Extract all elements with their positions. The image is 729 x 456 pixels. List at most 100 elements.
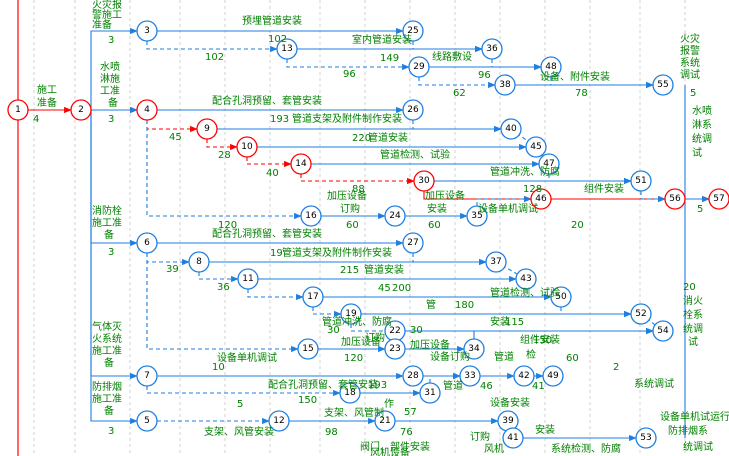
node-number: 35	[471, 211, 482, 221]
activity-arrow	[146, 120, 302, 220]
activity-arrow	[146, 41, 278, 53]
activity-label: 淋施	[100, 72, 120, 85]
node-number: 53	[640, 433, 651, 443]
event-node	[413, 170, 435, 192]
activity-label: 管道支架及附件制作安装	[292, 112, 402, 125]
activity-label: 预埋管道安装	[242, 14, 302, 27]
event-node	[188, 251, 210, 273]
activity-label: 安装	[427, 202, 447, 215]
activity-label: 78	[575, 88, 588, 99]
activity-label: 设备安装	[490, 396, 530, 409]
activity-label: 120	[344, 353, 363, 364]
activity-label: 3	[108, 426, 114, 437]
activity-label: 57	[404, 407, 417, 418]
activity-label: 组件安装	[584, 182, 624, 195]
activity-label: 115	[505, 317, 524, 328]
activity-label: 19	[270, 248, 283, 259]
event-node	[630, 303, 652, 325]
activity-label: 设备、附件安装	[540, 70, 610, 83]
event-node	[236, 136, 258, 158]
activity-label: 220	[352, 133, 371, 144]
activity-label: 订购	[470, 430, 490, 443]
activity-label: 淋系	[692, 118, 712, 131]
node-number: 2	[78, 105, 84, 115]
activity-label: 设备单机调试	[217, 351, 277, 364]
event-node	[268, 410, 290, 432]
node-number: 19	[345, 309, 357, 319]
event-node	[542, 365, 564, 387]
node-number: 17	[307, 292, 318, 302]
activity-label: 调试	[680, 68, 700, 81]
event-node	[374, 410, 396, 432]
activity-label: 管道安装	[368, 131, 408, 144]
activity-arrow	[247, 289, 304, 301]
activity-label: 60	[566, 353, 579, 364]
activity-arrow	[350, 324, 654, 335]
activity-label: 76	[400, 427, 413, 438]
node-number: 16	[305, 211, 317, 221]
activity-label: 3	[108, 247, 114, 258]
node-number: 27	[407, 238, 418, 248]
activity-label: 128	[523, 184, 542, 195]
activity-label: 支架、风管制	[324, 406, 384, 419]
activity-label: 管道安装	[364, 263, 404, 276]
node-number: 7	[144, 371, 150, 381]
event-node	[340, 303, 362, 325]
activity-label: 线路敷设	[432, 50, 472, 63]
node-number: 57	[713, 194, 724, 204]
node-number: 6	[144, 238, 150, 248]
activity-label: 150	[533, 335, 552, 346]
activity-label: 41	[532, 381, 545, 392]
activity-label: 120	[218, 220, 237, 231]
activity-label: 管	[426, 298, 436, 311]
activity-label: 62	[453, 88, 466, 99]
node-number: 26	[407, 105, 419, 115]
activity-label: 工准	[100, 85, 120, 97]
activity-arrow	[246, 157, 292, 168]
activity-arrow	[146, 253, 299, 353]
activity-arrow	[412, 253, 487, 266]
node-number: 10	[241, 142, 253, 152]
activity-label: 45	[169, 132, 182, 143]
event-node	[402, 20, 424, 42]
event-node	[276, 38, 298, 60]
activity-label: 96	[343, 69, 356, 80]
event-node	[136, 410, 158, 432]
node-number: 48	[545, 62, 557, 72]
activity-label: 3	[108, 114, 114, 125]
activity-label: 30	[410, 325, 423, 336]
activity-label: 98	[325, 427, 338, 438]
activity-label: 管道检测、试验	[380, 148, 450, 161]
activity-label: 设备单机试运行	[660, 410, 729, 423]
event-node	[708, 188, 729, 210]
activity-arrow	[476, 195, 532, 206]
activity-label: 检	[526, 348, 536, 361]
event-node	[515, 268, 537, 290]
activity-label: 管道冲洗、防腐	[322, 315, 392, 328]
node-number: 56	[669, 194, 681, 204]
activity-label: 20	[571, 220, 584, 231]
activity-arrow	[418, 77, 496, 89]
activity-arrow	[510, 128, 537, 148]
node-number: 31	[424, 388, 435, 398]
activity-label: 60	[346, 220, 359, 231]
activity-label: 管道支架及附件制作安装	[282, 246, 392, 259]
activity-label: 管道冲洗、防腐	[490, 165, 560, 178]
event-node	[485, 251, 507, 273]
event-node	[530, 188, 552, 210]
activity-label: 193	[368, 380, 387, 391]
activity-arrows	[17, 0, 710, 456]
event-node	[408, 56, 430, 78]
activity-label: 102	[268, 34, 287, 45]
event-node	[652, 320, 674, 342]
activity-label: 配合孔洞预留、套管安装	[212, 94, 322, 107]
node-number: 42	[518, 371, 529, 381]
activity-arrow	[560, 307, 632, 318]
node-number: 30	[418, 176, 430, 186]
activity-label: 193	[270, 114, 289, 125]
event-node	[525, 136, 547, 158]
event-node	[384, 205, 406, 227]
activity-label: 28	[218, 150, 231, 161]
activity-label: 3	[108, 35, 114, 46]
